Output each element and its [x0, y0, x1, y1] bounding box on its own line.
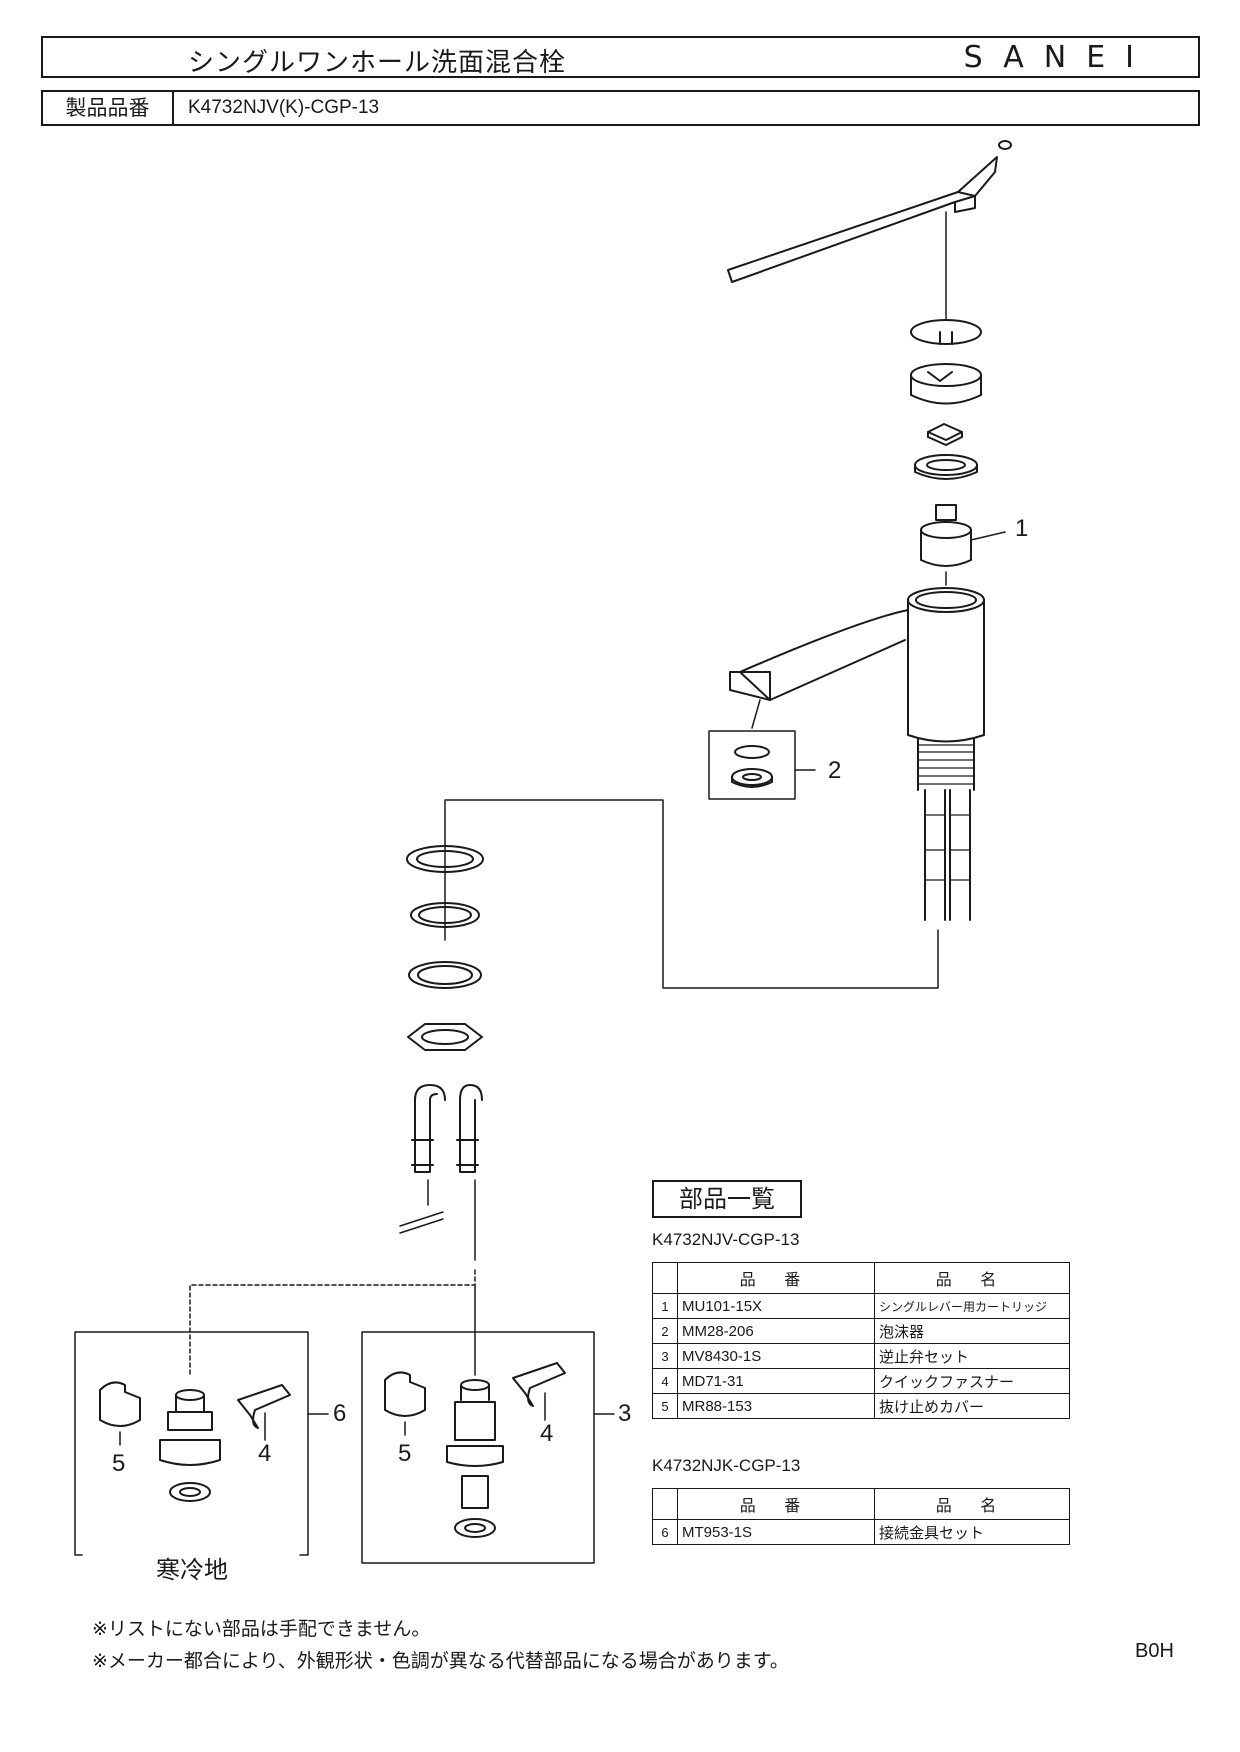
row-code: MM28-206: [677, 1318, 875, 1344]
c-clip-icon: [910, 319, 982, 345]
row-no: 6: [652, 1519, 678, 1545]
row-no: 2: [652, 1318, 678, 1344]
parts-table-b: 品 番 品 名 6 MT953-1S 接続金具セット: [652, 1488, 1070, 1545]
cartridge-icon: [920, 504, 972, 567]
row-name: クイックファスナー: [874, 1368, 1070, 1394]
row-code: MV8430-1S: [677, 1343, 875, 1369]
product-number-value: K4732NJV(K)-CGP-13: [188, 97, 380, 118]
product-number-bar: 製品品番 K4732NJV(K)-CGP-13: [41, 90, 1200, 126]
header-name: 品 名: [874, 1262, 1070, 1294]
cold-region-label: 寒冷地: [146, 1550, 238, 1585]
set-screw-icon: [998, 140, 1012, 150]
header-code: 品 番: [677, 1262, 875, 1294]
check-valve-box: [361, 1331, 595, 1564]
note-2: ※メーカー都合により、外観形状・色調が異なる代替部品になる場合があります。: [92, 1650, 789, 1672]
supply-hose-icon: [411, 1084, 483, 1173]
parts-table-a: 品 番 品 名 1 MU101-15X シングルレバー用カートリッジ 2 MM2…: [652, 1262, 1070, 1419]
washer-icon: [410, 902, 480, 928]
callout-3: 3: [618, 1400, 632, 1427]
retaining-cover-icon: [99, 1381, 141, 1427]
row-name: シングルレバー用カートリッジ: [874, 1293, 1070, 1319]
callout-5-cold: 5: [112, 1450, 126, 1477]
table-row: 1 MU101-15X シングルレバー用カートリッジ: [652, 1293, 1070, 1319]
model-label-b: K4732NJK-CGP-13: [652, 1456, 801, 1475]
row-name: 泡沫器: [874, 1318, 1070, 1344]
table-row: 3 MV8430-1S 逆止弁セット: [652, 1343, 1070, 1369]
retaining-cover-icon: [384, 1371, 426, 1417]
cap-icon: [910, 363, 982, 405]
seal-icon: [927, 423, 963, 446]
row-no: 3: [652, 1343, 678, 1369]
row-no: 4: [652, 1368, 678, 1394]
hex-nut-icon: [407, 1023, 483, 1051]
row-code: MD71-31: [677, 1368, 875, 1394]
row-name: 逆止弁セット: [874, 1343, 1070, 1369]
model-label-a: K4732NJV-CGP-13: [652, 1230, 800, 1249]
check-valve-icon: [446, 1379, 504, 1509]
document-title: シングルワンホール洗面混合栓: [188, 48, 567, 78]
note-1: ※リストにない部品は手配できません。: [92, 1618, 431, 1640]
title-bar: シングルワンホール洗面混合栓 SANEI: [41, 36, 1200, 78]
header-no: [652, 1262, 678, 1294]
row-code: MT953-1S: [677, 1519, 875, 1545]
row-name: 接続金具セット: [874, 1519, 1070, 1545]
callout-4-cold: 4: [258, 1440, 272, 1467]
aerator-box: [708, 730, 796, 800]
header-code: 品 番: [677, 1488, 875, 1520]
parts-list-heading: 部品一覧: [652, 1180, 802, 1218]
callout-6: 6: [333, 1400, 347, 1427]
table-row: 5 MR88-153 抜け止めカバー: [652, 1393, 1070, 1419]
ring-nut-icon: [914, 454, 978, 480]
washer-icon: [406, 845, 484, 873]
callout-5: 5: [398, 1440, 412, 1467]
quick-fastener-icon: [512, 1362, 566, 1407]
washer-icon: [169, 1482, 211, 1502]
table-row: 2 MM28-206 泡沫器: [652, 1318, 1070, 1344]
lever-handle-icon: [727, 156, 998, 283]
callout-2: 2: [828, 757, 842, 784]
cold-region-box: [74, 1331, 309, 1556]
table-row: 4 MD71-31 クイックファスナー: [652, 1368, 1070, 1394]
faucet-body-icon: [729, 587, 985, 921]
connector-fitting-icon: [159, 1389, 221, 1466]
brand-logo: SANEI: [963, 40, 1154, 75]
callout-1: 1: [1015, 515, 1029, 542]
quick-fastener-icon: [237, 1384, 291, 1429]
callout-4: 4: [540, 1420, 554, 1447]
row-code: MU101-15X: [677, 1293, 875, 1319]
row-code: MR88-153: [677, 1393, 875, 1419]
product-number-label: 製品品番: [43, 92, 174, 124]
row-no: 5: [652, 1393, 678, 1419]
washer-icon: [408, 961, 482, 989]
row-name: 抜け止めカバー: [874, 1393, 1070, 1419]
table-row: 6 MT953-1S 接続金具セット: [652, 1519, 1070, 1545]
aerator-icon: [731, 745, 773, 788]
row-no: 1: [652, 1293, 678, 1319]
document-code: B0H: [1135, 1640, 1174, 1662]
header-name: 品 名: [874, 1488, 1070, 1520]
washer-icon: [454, 1518, 496, 1538]
header-no: [652, 1488, 678, 1520]
